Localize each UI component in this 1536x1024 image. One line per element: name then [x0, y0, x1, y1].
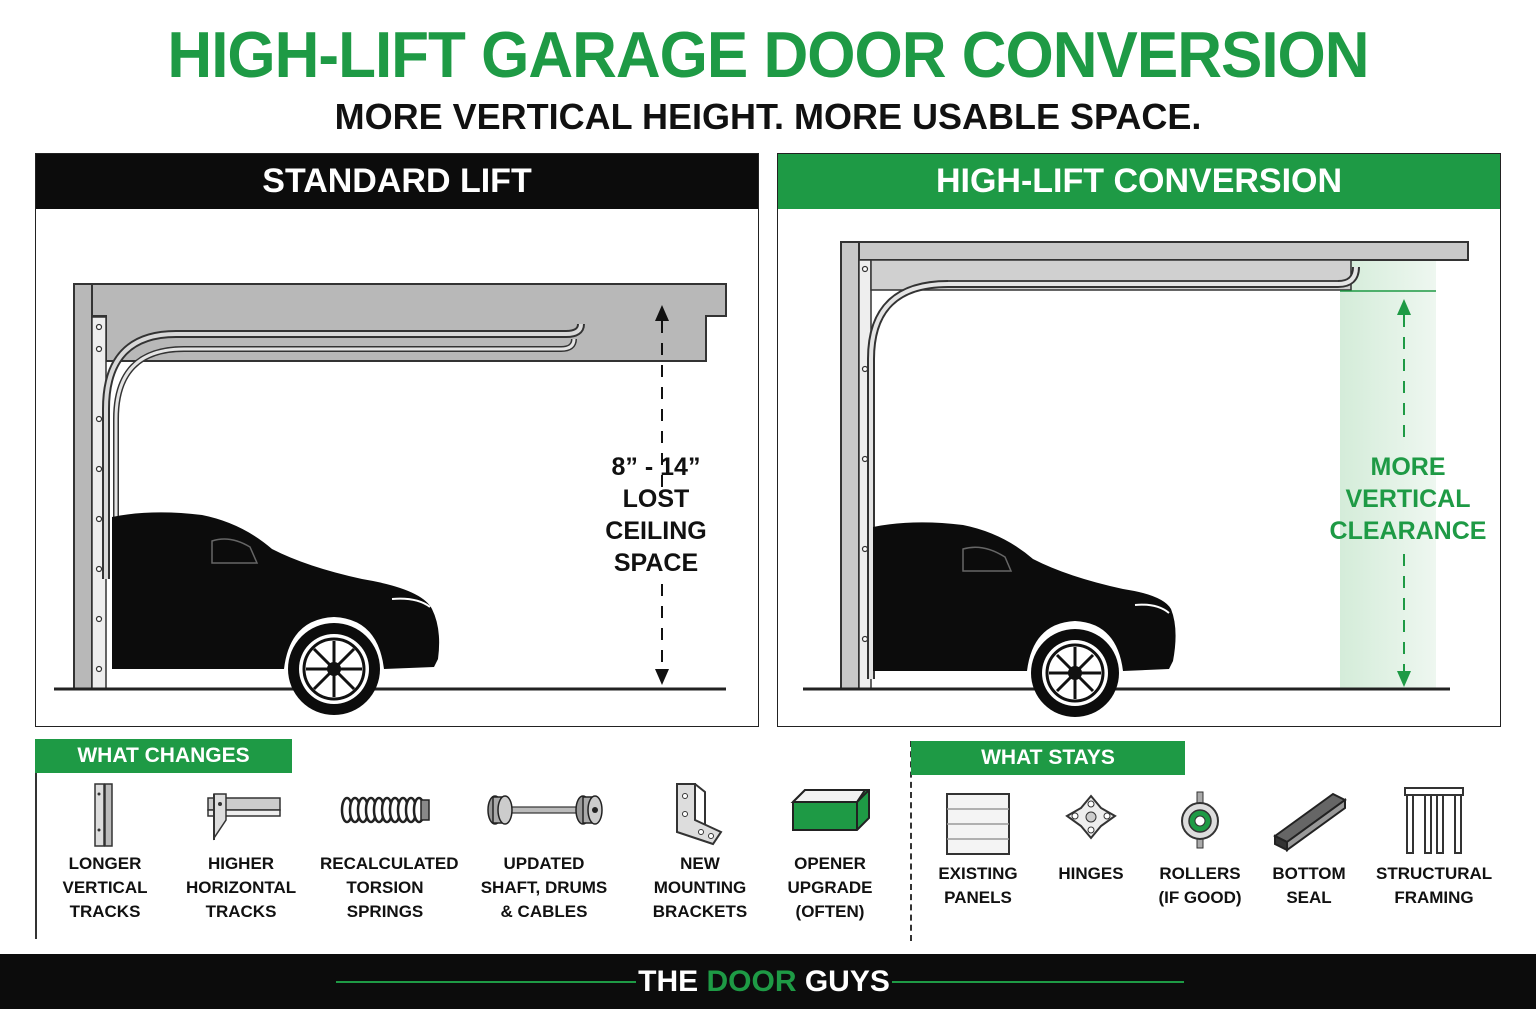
- high-lift-car-icon: [873, 522, 1176, 717]
- what-stays-heading: WHAT STAYS: [911, 741, 1185, 775]
- change-item-opener: OPENER UPGRADE (OFTEN): [780, 780, 880, 924]
- what-stays-divider: [910, 741, 912, 941]
- change-item-torsion-springs: RECALCULATED TORSION SPRINGS: [320, 780, 459, 924]
- shaft-drum-icon: [487, 795, 603, 825]
- item-label: NEW MOUNTING BRACKETS: [652, 854, 748, 921]
- brand-highlight: DOOR: [706, 965, 797, 998]
- opener-icon: [790, 789, 870, 831]
- hinge-icon: [1065, 794, 1117, 840]
- annotation-line: LOST: [623, 485, 690, 513]
- standard-lift-title: STANDARD LIFT: [36, 154, 758, 209]
- high-lift-title: HIGH-LIFT CONVERSION: [778, 154, 1500, 209]
- standard-wall-jamb: [73, 283, 93, 690]
- annotation-line: SPACE: [614, 549, 698, 577]
- stay-item-bottom-seal: BOTTOM SEAL: [1262, 790, 1356, 910]
- item-label: RECALCULATED TORSION SPRINGS: [320, 854, 459, 921]
- item-label: BOTTOM SEAL: [1272, 864, 1346, 907]
- stay-item-hinges: HINGES: [1045, 790, 1137, 886]
- annotation-line: CEILING: [605, 517, 706, 545]
- brand-prefix: THE: [638, 965, 707, 998]
- high-lift-diagram: MORE VERTICAL CLEARANCE: [803, 241, 1487, 717]
- annotation-line: 8” - 14”: [612, 453, 701, 481]
- door-panel-icon: [946, 793, 1010, 855]
- clearance-band: [1340, 253, 1436, 689]
- standard-lift-panel: STANDARD LIFT: [35, 153, 759, 727]
- high-lift-panel: HIGH-LIFT CONVERSION: [777, 153, 1501, 727]
- standard-lift-diagram: 8” - 14” LOST CEILING SPACE: [54, 283, 727, 715]
- stay-item-framing: STRUCTURAL FRAMING: [1376, 782, 1492, 910]
- footer-brand: THE DOOR GUYS: [636, 954, 892, 1009]
- stay-item-rollers: ROLLERS (IF GOOD): [1150, 790, 1250, 910]
- what-changes-heading: WHAT CHANGES: [35, 739, 292, 773]
- torsion-spring-icon: [340, 796, 430, 824]
- annotation-line: CLEARANCE: [1330, 517, 1487, 545]
- bottom-seal-icon: [1273, 792, 1347, 852]
- stay-item-panels: EXISTING PANELS: [928, 790, 1028, 910]
- footer-bar: THE DOOR GUYS: [0, 954, 1536, 1009]
- mounting-bracket-icon: [676, 783, 723, 846]
- item-label: UPDATED SHAFT, DRUMS & CABLES: [480, 854, 608, 921]
- footer-rule-left: [336, 981, 636, 983]
- item-label: STRUCTURAL FRAMING: [1376, 864, 1493, 907]
- horizontal-track-icon: [207, 793, 281, 841]
- item-label: HINGES: [1058, 864, 1124, 883]
- what-changes-divider: [35, 773, 37, 939]
- framing-icon: [1404, 787, 1464, 854]
- change-item-vertical-tracks: LONGER VERTICAL TRACKS: [55, 780, 155, 924]
- item-label: OPENER UPGRADE (OFTEN): [787, 854, 873, 921]
- annotation-line: VERTICAL: [1346, 485, 1471, 513]
- change-item-horizontal-tracks: HIGHER HORIZONTAL TRACKS: [186, 780, 296, 924]
- annotation-line: MORE: [1371, 453, 1446, 481]
- change-item-mounting-brackets: NEW MOUNTING BRACKETS: [645, 780, 755, 924]
- brand-suffix: GUYS: [796, 965, 890, 998]
- clearance-annotation: MORE VERTICAL CLEARANCE: [1330, 453, 1487, 545]
- lost-ceiling-annotation: 8” - 14” LOST CEILING SPACE: [605, 453, 706, 577]
- item-label: ROLLERS (IF GOOD): [1158, 864, 1242, 907]
- vertical-track-icon: [94, 783, 113, 847]
- item-label: EXISTING PANELS: [938, 864, 1018, 907]
- high-lift-wall-jamb: [840, 241, 860, 690]
- page-title: HIGH-LIFT GARAGE DOOR CONVERSION: [167, 19, 1369, 92]
- item-label: LONGER VERTICAL TRACKS: [62, 854, 148, 921]
- standard-car-icon: [112, 512, 440, 715]
- page-subtitle: MORE VERTICAL HEIGHT. MORE USABLE SPACE.: [334, 96, 1202, 137]
- item-label: HIGHER HORIZONTAL TRACKS: [186, 854, 297, 921]
- footer-rule-right: [892, 981, 1184, 983]
- roller-icon: [1181, 791, 1219, 849]
- change-item-shaft-drums: UPDATED SHAFT, DRUMS & CABLES: [478, 780, 610, 924]
- high-lift-ceiling-beam: [840, 241, 1469, 261]
